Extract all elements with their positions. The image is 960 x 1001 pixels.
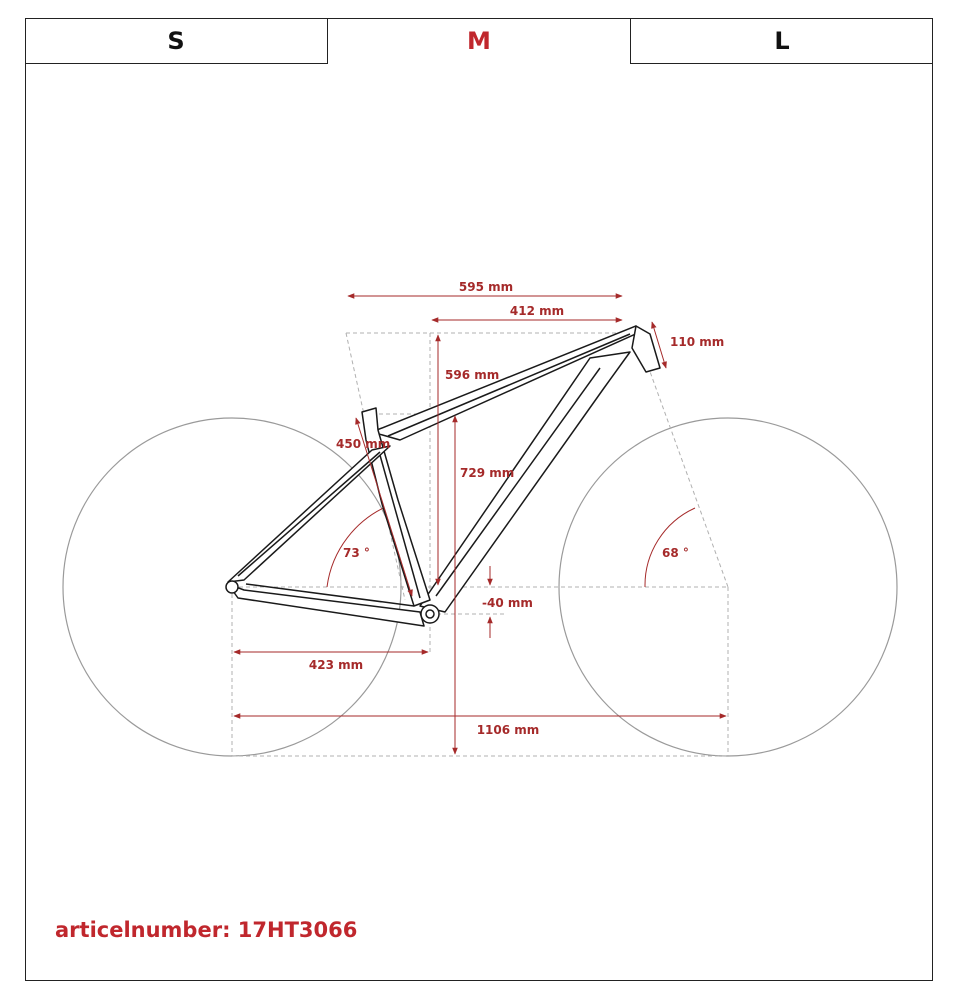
head-angle-arc <box>644 507 696 588</box>
chainstay-label: 423 mm <box>309 658 363 672</box>
head-angle-label: 68 ° <box>662 546 689 560</box>
bike-frame <box>225 325 661 627</box>
size-tabs: S M L <box>25 18 933 64</box>
article-number: articelnumber: 17HT3066 <box>55 918 358 942</box>
tab-size-s[interactable]: S <box>25 18 328 64</box>
tab-size-m[interactable]: M <box>467 27 491 55</box>
seat-angle-label: 73 ° <box>343 546 370 560</box>
seat-tube-label: 450 mm <box>336 437 390 451</box>
head-tube-label: 110 mm <box>670 335 724 349</box>
top-tube-label: 595 mm <box>459 280 513 294</box>
stack-label: 596 mm <box>445 368 499 382</box>
tab-size-l[interactable]: L <box>630 18 933 64</box>
wheelbase-label: 1106 mm <box>477 723 540 737</box>
dimension-lines <box>233 293 727 755</box>
reach-label: 412 mm <box>510 304 564 318</box>
standover-label: 729 mm <box>460 466 514 480</box>
bb-drop-label: -40 mm <box>482 596 533 610</box>
geometry-panel <box>25 18 933 981</box>
